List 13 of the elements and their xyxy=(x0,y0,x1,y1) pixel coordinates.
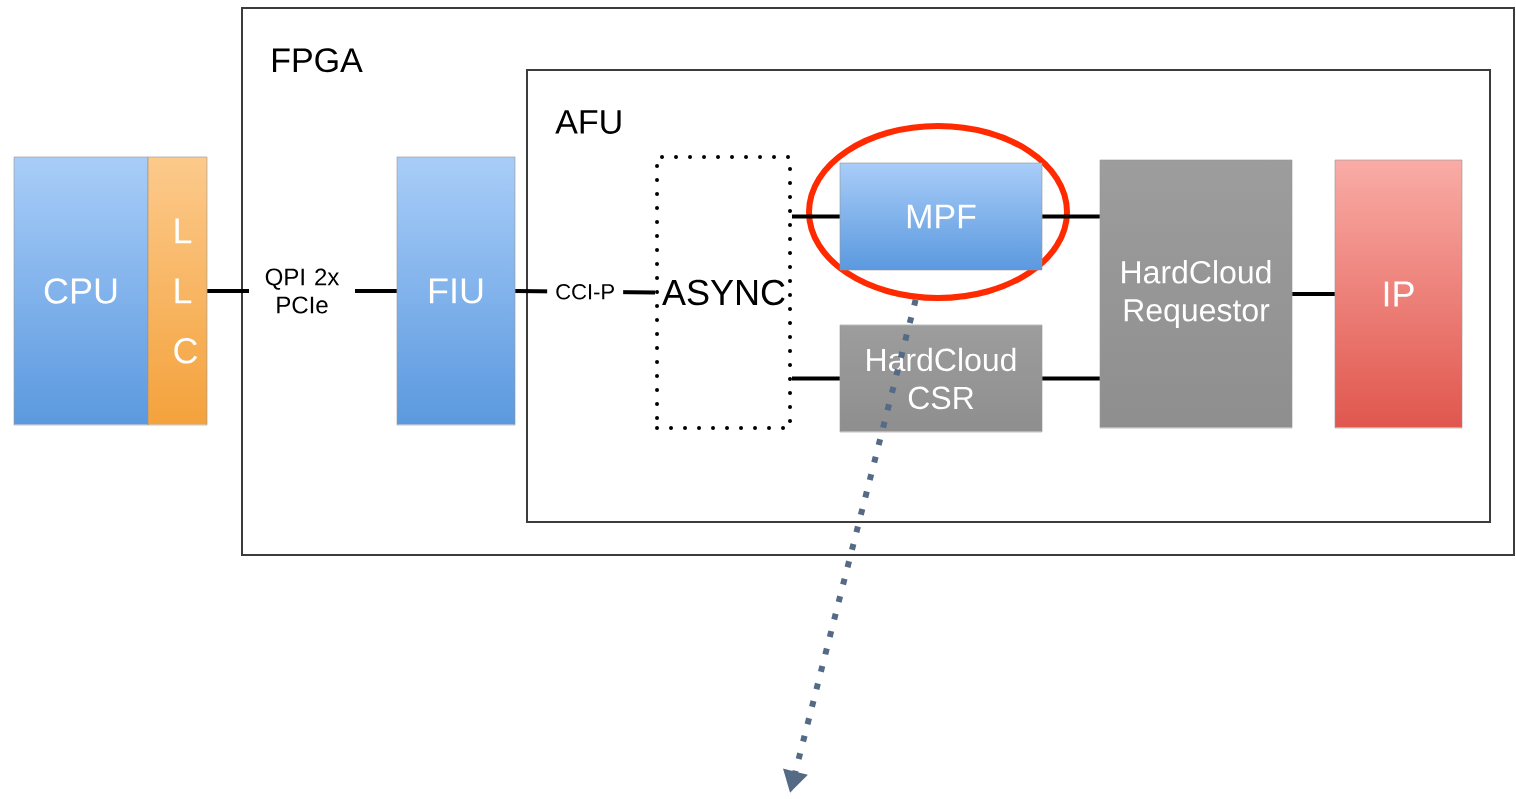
block-box: HardCloud Requestor xyxy=(1099,159,1293,429)
highlight-ellipse xyxy=(806,123,1070,301)
edge-label: CCI-P xyxy=(547,280,624,303)
dotted-box: ASYNC xyxy=(655,155,792,430)
connector-line xyxy=(1292,292,1335,296)
connector-line xyxy=(792,376,840,381)
edge-label: QPI 2x PCIe xyxy=(249,265,355,317)
block-box: L L C xyxy=(147,156,208,426)
block-box: MPF xyxy=(839,162,1043,271)
block-box: HardCloud CSR xyxy=(839,324,1043,433)
connector-line xyxy=(1042,376,1100,381)
block-box: IP xyxy=(1334,159,1463,429)
block-box: FIU xyxy=(396,156,516,426)
